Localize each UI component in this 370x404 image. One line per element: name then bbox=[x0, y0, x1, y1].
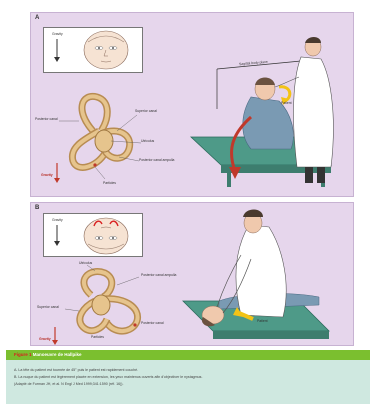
face-inverted-icon bbox=[44, 214, 142, 256]
legend-title-bar: Figure 1 Manoeuvre de Hallpike bbox=[6, 350, 370, 360]
label-patient-a: Patient bbox=[281, 101, 292, 105]
panel-a: A Gravity bbox=[30, 12, 354, 197]
figure: A Gravity bbox=[4, 4, 366, 399]
label-posterior-canal-b: Posterior canal bbox=[141, 321, 164, 325]
label-utriculus-b: Utriculus bbox=[79, 261, 92, 265]
label-gravity-b: Gravity bbox=[39, 337, 51, 341]
label-particles-b: Particles bbox=[91, 335, 104, 339]
face-icon bbox=[44, 28, 142, 72]
label-posterior-ampulla-b: Posterior canal ampulla bbox=[141, 273, 176, 277]
label-utriculus-a: Utriculus bbox=[141, 139, 154, 143]
label-posterior-ampulla-a: Posterior canal ampulla bbox=[139, 158, 174, 162]
legend-title-text: Manoeuvre de Hallpike bbox=[33, 352, 82, 357]
legend-line-b: B. La nuque du patient est légèrement pl… bbox=[14, 375, 202, 379]
label-particles-a: Particles bbox=[103, 181, 116, 185]
label-posterior-canal-a: Posterior canal bbox=[35, 117, 58, 121]
panel-b: B Gravity bbox=[30, 202, 354, 346]
panel-a-gravity-inset: Gravity bbox=[43, 27, 143, 73]
label-patient-b: Patient bbox=[257, 319, 268, 323]
panel-b-patient-scene bbox=[179, 205, 349, 345]
panel-a-letter: A bbox=[35, 15, 39, 21]
panel-b-letter: B bbox=[35, 205, 39, 211]
legend-title: Figure 1 Manoeuvre de Hallpike bbox=[14, 352, 82, 357]
panel-a-inner-ear-icon bbox=[49, 91, 189, 191]
legend-line-a: A. La tête du patient est tournée de 45°… bbox=[14, 368, 138, 372]
legend-figure-number: Figure 1 bbox=[14, 352, 32, 357]
label-superior-canal-a: Superior canal bbox=[135, 109, 157, 113]
legend-source: (Adapté de Furman JH, et al. N Engl J Me… bbox=[14, 382, 123, 386]
label-superior-canal-b: Superior canal bbox=[37, 305, 59, 309]
panel-a-patient-scene bbox=[181, 17, 351, 192]
label-gravity-a: Gravity bbox=[41, 173, 53, 177]
figure-legend: Figure 1 Manoeuvre de Hallpike A. La têt… bbox=[6, 350, 370, 404]
panel-b-gravity-inset: Gravity bbox=[43, 213, 143, 257]
